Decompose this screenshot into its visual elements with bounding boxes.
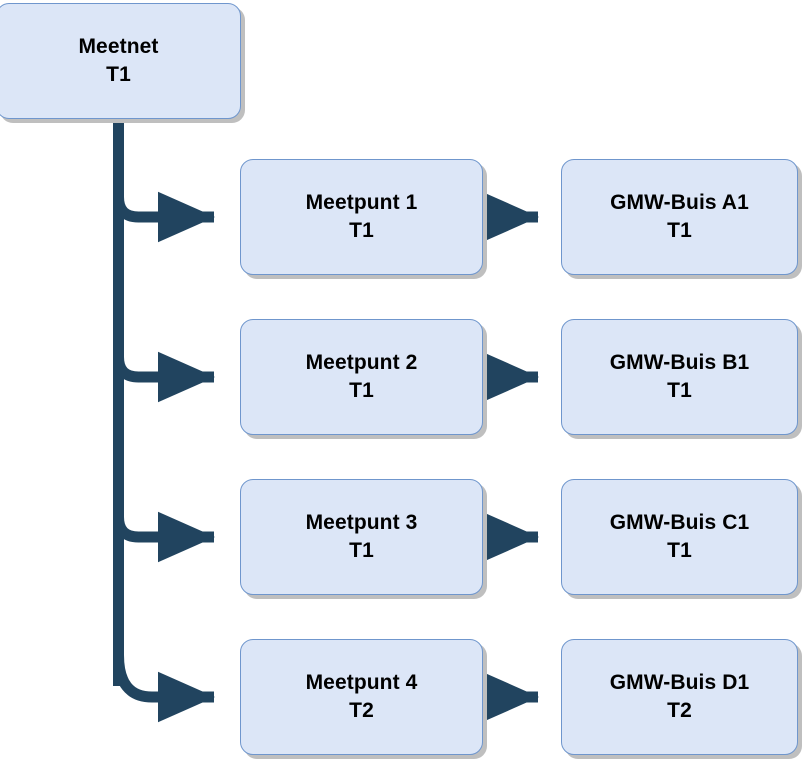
node-meetpunt-4-version: T2 [349, 699, 374, 722]
node-gmw-buis-b1[interactable]: GMW-Buis B1 T1 [561, 319, 798, 435]
node-meetpunt-3-name: Meetpunt 3 [305, 511, 418, 535]
node-meetpunt-2-name: Meetpunt 2 [305, 351, 418, 375]
node-gmw-buis-c1[interactable]: GMW-Buis C1 T1 [561, 479, 798, 595]
node-meetpunt-1-name: Meetpunt 1 [305, 191, 418, 215]
branch-connector-2 [113, 351, 216, 403]
node-gmw-buis-b1-name: GMW-Buis B1 [609, 351, 750, 375]
node-meetnet-name: Meetnet [78, 35, 159, 59]
branch-connector-4 [113, 654, 216, 723]
node-meetpunt-3-version: T1 [349, 539, 374, 562]
node-meetnet[interactable]: Meetnet T1 [0, 3, 241, 119]
branch-connector-3 [113, 511, 216, 563]
node-meetpunt-2[interactable]: Meetpunt 2 T1 [240, 319, 483, 435]
node-gmw-buis-c1-version: T1 [667, 539, 692, 562]
node-gmw-buis-c1-name: GMW-Buis C1 [609, 511, 750, 535]
node-meetpunt-1[interactable]: Meetpunt 1 T1 [240, 159, 483, 275]
node-meetpunt-4[interactable]: Meetpunt 4 T2 [240, 639, 483, 755]
node-meetnet-version: T1 [106, 63, 131, 86]
node-gmw-buis-d1-name: GMW-Buis D1 [609, 671, 750, 695]
branch-connector-1 [113, 191, 216, 243]
node-gmw-buis-b1-version: T1 [667, 379, 692, 402]
node-gmw-buis-a1-name: GMW-Buis A1 [610, 191, 749, 215]
node-meetpunt-2-version: T1 [349, 379, 374, 402]
node-gmw-buis-d1-version: T2 [667, 699, 692, 722]
node-meetpunt-4-name: Meetpunt 4 [305, 671, 418, 695]
node-gmw-buis-a1-version: T1 [667, 219, 692, 242]
node-meetpunt-1-version: T1 [349, 219, 374, 242]
node-gmw-buis-a1[interactable]: GMW-Buis A1 T1 [561, 159, 798, 275]
node-gmw-buis-d1[interactable]: GMW-Buis D1 T2 [561, 639, 798, 755]
node-meetpunt-3[interactable]: Meetpunt 3 T1 [240, 479, 483, 595]
